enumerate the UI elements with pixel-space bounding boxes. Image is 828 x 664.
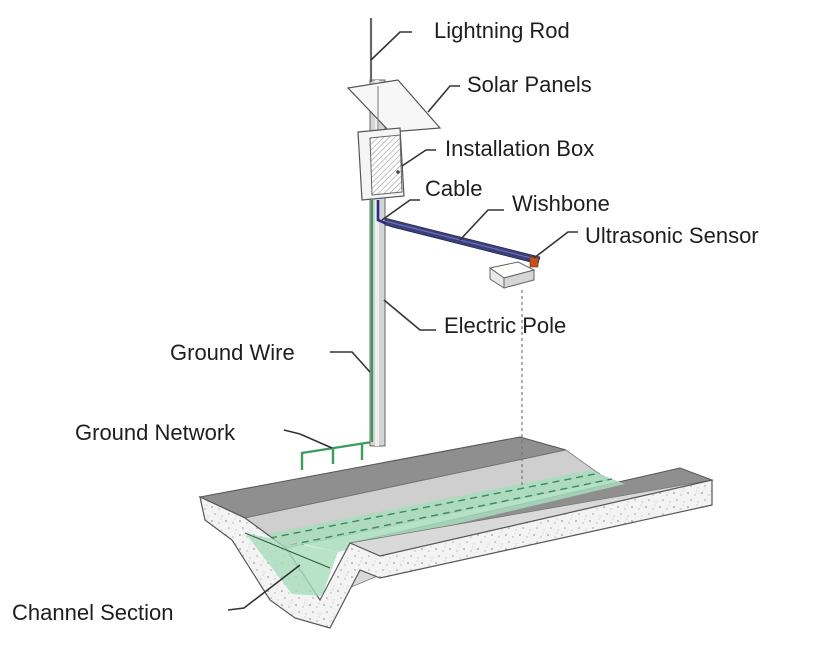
channel-section-water [245,533,338,596]
installation-box [357,127,405,201]
label-electric-pole: Electric Pole [444,313,566,338]
leader-lines [227,31,578,611]
ground-network [300,440,373,470]
label-lightning-rod: Lightning Rod [434,18,570,43]
channel [198,436,714,629]
labels: Lightning Rod Solar Panels Installation … [12,18,759,625]
label-solar-panels: Solar Panels [467,72,592,97]
label-cable: Cable [425,176,482,201]
label-channel-section: Channel Section [12,600,173,625]
solar-panel [346,79,442,133]
label-ground-wire: Ground Wire [170,340,295,365]
label-installation-box: Installation Box [445,136,594,161]
label-ultrasonic-sensor: Ultrasonic Sensor [585,223,759,248]
label-wishbone: Wishbone [512,191,610,216]
ultrasonic-sensor [488,256,539,289]
label-ground-network: Ground Network [75,420,236,445]
